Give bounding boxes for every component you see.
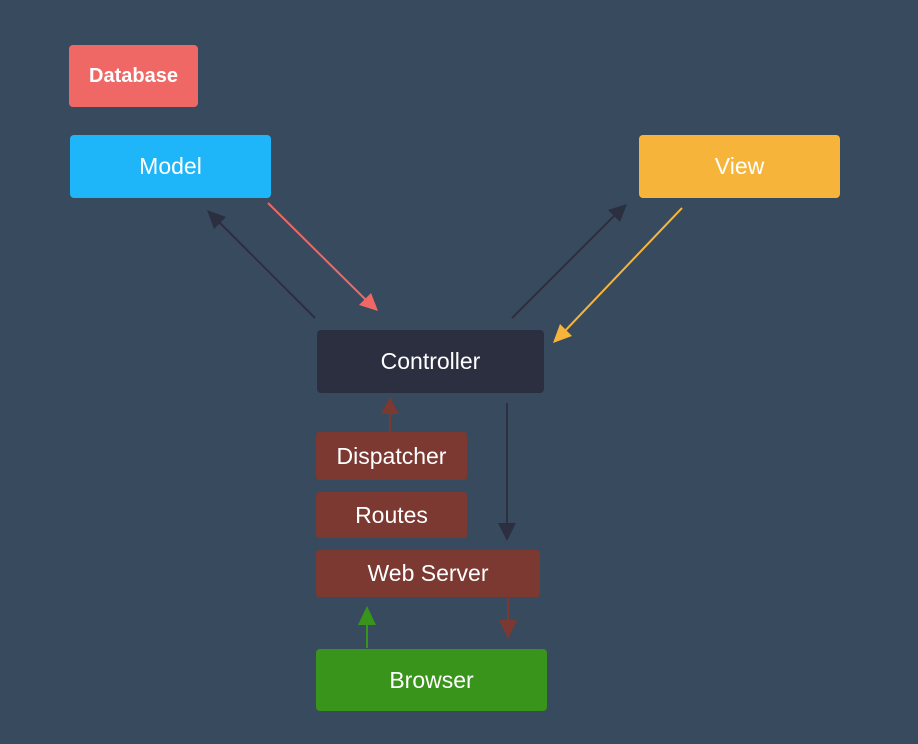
browser-label: Browser xyxy=(389,666,474,693)
model-label: Model xyxy=(139,153,202,179)
web-server-node: Web Server xyxy=(316,550,540,597)
browser-node: Browser xyxy=(316,649,547,711)
edge-browser-to-webserver xyxy=(358,606,376,648)
database-node: Database xyxy=(69,45,198,107)
edge-controller-to-view xyxy=(511,204,627,319)
view-label: View xyxy=(714,153,765,179)
controller-node: Controller xyxy=(317,330,544,393)
edge-view-to-controller xyxy=(553,207,683,343)
dispatcher-node: Dispatcher xyxy=(316,432,467,480)
controller-label: Controller xyxy=(380,348,481,374)
view-node: View xyxy=(639,135,840,198)
model-node: Model xyxy=(70,135,271,198)
edge-dispatcher-to-controller xyxy=(381,397,399,432)
edge-model-to-controller xyxy=(267,202,378,311)
routes-label: Routes xyxy=(355,501,428,528)
edge-controller-to-webserver xyxy=(498,403,516,541)
database-label: Database xyxy=(89,64,178,87)
web-server-label: Web Server xyxy=(367,560,489,586)
dispatcher-label: Dispatcher xyxy=(336,442,447,469)
edge-webserver-to-browser xyxy=(499,598,517,639)
edge-controller-to-model xyxy=(207,210,316,319)
routes-node: Routes xyxy=(316,492,467,538)
